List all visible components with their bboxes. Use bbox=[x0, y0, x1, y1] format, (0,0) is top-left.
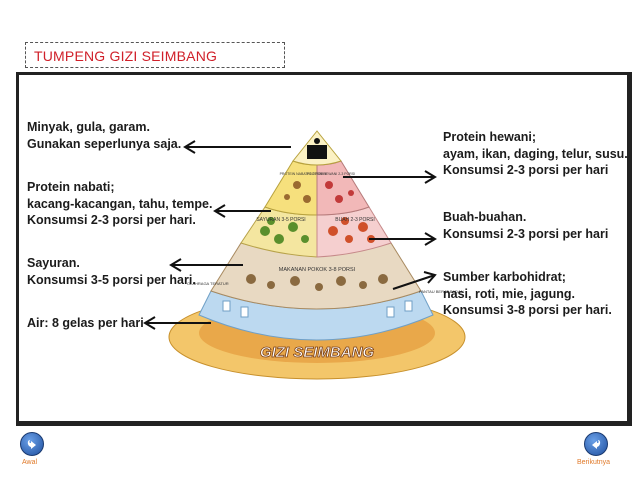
fruit-marks bbox=[328, 217, 375, 243]
plant-protein-line1: Protein nabati; bbox=[27, 180, 115, 194]
protein-nabati-band: PROTEIN NABATI 2-3 PORSI bbox=[280, 172, 327, 176]
oil-sugar-salt-label: Minyak, gula, garam. Gunakan seperlunya … bbox=[27, 119, 181, 152]
vegetable-label: Sayuran. Konsumsi 3-5 porsi per hari. bbox=[27, 255, 196, 288]
base-title: GIZI SEIMBANG bbox=[260, 344, 375, 361]
protein-marks bbox=[284, 181, 311, 203]
left-ring-text: OLAHRAGA TERATUR bbox=[187, 281, 229, 286]
oil-label-line2: Gunakan seperlunya saja. bbox=[27, 136, 182, 151]
back-arrow-icon bbox=[27, 440, 36, 449]
right-ring-text: PANTAU BERAT BADAN bbox=[419, 289, 464, 294]
makanan-pokok-band: MAKANAN POKOK 3-8 PORSI bbox=[279, 267, 356, 273]
fruit-line1: Buah-buahan. bbox=[443, 210, 527, 224]
next-button[interactable] bbox=[584, 432, 608, 456]
pyramid-top-icon bbox=[307, 145, 327, 159]
carbohydrate-line1: Sumber karbohidrat; bbox=[443, 270, 566, 284]
water-line1: Air: 8 gelas per hari bbox=[27, 316, 144, 330]
vegetable-marks bbox=[260, 217, 309, 244]
prev-label[interactable]: Awal bbox=[22, 459, 38, 466]
water-label: Air: 8 gelas per hari bbox=[27, 315, 144, 332]
staple-marks bbox=[246, 274, 388, 291]
poster-frame: PROTEIN NABATI 2-3 PORSI PROTEIN HEWANI … bbox=[16, 72, 632, 426]
water-glass-marks bbox=[222, 300, 413, 318]
slide-title-box: TUMPENG GIZI SEIMBANG bbox=[25, 42, 285, 68]
next-label[interactable]: Berikutnya bbox=[577, 459, 611, 466]
carbohydrate-line3: Konsumsi 3-8 porsi per hari. bbox=[443, 303, 612, 317]
animal-protein-marks bbox=[325, 181, 354, 203]
animal-protein-line3: Konsumsi 2-3 porsi per hari bbox=[443, 163, 609, 177]
plant-protein-line2: kacang-kacangan, tahu, tempe. bbox=[27, 196, 213, 211]
oil-label-line1: Minyak, gula, garam. bbox=[27, 120, 150, 134]
animal-protein-line1: Protein hewani; bbox=[443, 130, 537, 144]
vegetable-line2: Konsumsi 3-5 porsi per hari. bbox=[27, 272, 196, 287]
fruit-label: Buah-buahan. Konsumsi 2-3 porsi per hari bbox=[443, 209, 608, 242]
vegetable-line1: Sayuran. bbox=[27, 256, 80, 270]
carbohydrate-line2: nasi, roti, mie, jagung. bbox=[443, 286, 575, 301]
prev-button[interactable] bbox=[20, 432, 44, 456]
slide-title: TUMPENG GIZI SEIMBANG bbox=[34, 48, 218, 64]
animal-protein-label: Protein hewani; ayam, ikan, daging, telu… bbox=[443, 129, 628, 179]
animal-protein-layer bbox=[316, 160, 370, 216]
arrow-carbohydrate bbox=[392, 274, 436, 290]
animal-protein-line2: ayam, ikan, daging, telur, susu. bbox=[443, 146, 628, 161]
carbohydrate-label: Sumber karbohidrat; nasi, roti, mie, jag… bbox=[443, 269, 612, 319]
fruit-line2: Konsumsi 2-3 porsi per hari bbox=[443, 226, 609, 241]
plant-protein-line3: Konsumsi 2-3 porsi per hari. bbox=[27, 213, 196, 227]
arrows bbox=[143, 140, 437, 330]
plant-protein-label: Protein nabati; kacang-kacangan, tahu, t… bbox=[27, 179, 212, 229]
buah-band: BUAH 2-3 PORSI bbox=[335, 217, 374, 223]
gizi-seimbang-poster: PROTEIN NABATI 2-3 PORSI PROTEIN HEWANI … bbox=[19, 75, 628, 421]
forward-arrow-icon bbox=[592, 440, 601, 449]
tumpeng-pyramid-illustration: PROTEIN NABATI 2-3 PORSI PROTEIN HEWANI … bbox=[143, 130, 466, 380]
sayuran-band: SAYURAN 3-5 PORSI bbox=[256, 217, 305, 223]
protein-hewani-band: PROTEIN HEWANI 2-3 PORSI bbox=[307, 172, 355, 176]
plant-protein-layer bbox=[264, 160, 318, 216]
